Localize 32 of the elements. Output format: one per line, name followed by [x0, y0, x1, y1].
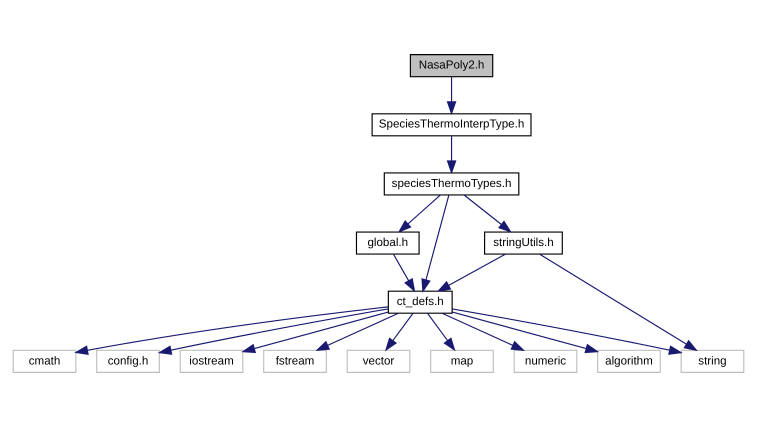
node-box: vector: [346, 350, 410, 373]
arrow: [442, 312, 526, 351]
node-box: speciesThermoTypes.h: [384, 172, 520, 196]
node-box: ct_defs.h: [388, 290, 453, 314]
arrow: [452, 308, 683, 355]
node-box: SpeciesThermoInterpType.h: [372, 113, 532, 136]
arrow: [446, 136, 456, 174]
node-box: numeric: [514, 350, 578, 373]
arrow: [74, 306, 388, 355]
arrow: [464, 194, 512, 233]
arrow: [436, 254, 506, 292]
arrow: [421, 194, 450, 293]
node-box: iostream: [180, 350, 244, 373]
node-box: stringUtils.h: [484, 231, 563, 255]
node-box: cmath: [12, 350, 76, 373]
arrow: [452, 312, 600, 354]
node-box: NasaPoly2.h: [410, 54, 494, 78]
node-box: config.h: [96, 350, 160, 373]
arrow: [392, 254, 416, 292]
node-box: string: [680, 350, 744, 373]
node-box: map: [430, 350, 494, 373]
node-box: global.h: [356, 231, 420, 255]
arrow: [158, 308, 388, 355]
node-box: algorithm: [597, 350, 661, 373]
arrow: [241, 312, 388, 354]
arrow: [398, 194, 441, 233]
arrow: [427, 312, 456, 352]
arrow: [539, 254, 698, 352]
arrow: [384, 312, 414, 352]
arrow: [446, 76, 456, 116]
arrow: [315, 312, 399, 351]
node-box: fstream: [263, 350, 327, 373]
